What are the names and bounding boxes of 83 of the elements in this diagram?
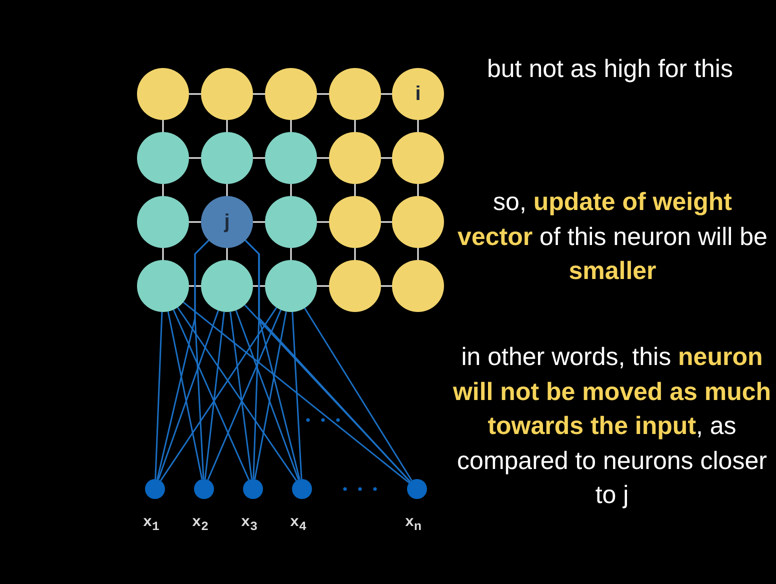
connection-line [244, 240, 411, 482]
neuron-circle [392, 68, 444, 120]
grid-line [381, 221, 392, 223]
grid-line [162, 120, 164, 132]
grid-line [317, 221, 329, 223]
grid-line [354, 184, 356, 196]
grid-line [226, 120, 228, 132]
neuron-circle [201, 196, 253, 248]
neuron-label: j [224, 212, 230, 232]
neuron-circle [265, 132, 317, 184]
connection-line [194, 240, 210, 480]
grid-line [354, 120, 356, 132]
neuron-circle [137, 196, 189, 248]
connection-line [254, 311, 287, 480]
grid-line [189, 221, 201, 223]
connection-line [172, 310, 250, 480]
annotation-text: so, update of weight vector of this neuron will be smaller [456, 187, 768, 287]
grid-line [226, 248, 228, 260]
connection-line [167, 311, 203, 480]
neuron-circle [392, 196, 444, 248]
connection-line [154, 312, 163, 480]
grid-line [162, 248, 164, 260]
annotation-text: but not as high for this [486, 54, 734, 85]
neuron-circle [201, 132, 253, 184]
connection-line [204, 312, 225, 480]
neuron-circle [201, 260, 253, 312]
grid-line [253, 285, 265, 287]
neuron-circle [329, 68, 381, 120]
grid-line [381, 157, 392, 159]
grid-line [317, 285, 329, 287]
neuron-circle [137, 260, 189, 312]
input-node [194, 479, 214, 499]
grid-line [189, 93, 201, 95]
grid-line [253, 93, 265, 95]
neuron-label: i [415, 84, 421, 104]
connection-line [182, 302, 410, 484]
grid-line [189, 157, 201, 159]
neuron-circle [201, 68, 253, 120]
connection-line [235, 310, 300, 480]
neuron-circle [329, 196, 381, 248]
neuron-circle [265, 68, 317, 120]
neuron-circle [392, 132, 444, 184]
grid-line [317, 157, 329, 159]
connection-line [292, 312, 302, 480]
grid-line [189, 285, 201, 287]
input-node [407, 479, 427, 499]
annotation-text: in other words, this neuron will not be moved as much towards the input, as compared to neurons closer to j [452, 342, 772, 511]
input-label: x$_{2}$ [192, 514, 209, 534]
neuron-circle [392, 260, 444, 312]
grid-line [253, 221, 265, 223]
grid-line [354, 248, 356, 260]
input-label: x$_{n}$ [405, 514, 422, 534]
input-node [292, 479, 312, 499]
connection-line [158, 310, 219, 480]
grid-line [253, 157, 265, 159]
neuron-circle [329, 260, 381, 312]
connection-line [177, 307, 298, 482]
connection-line [160, 307, 278, 482]
grid-line [290, 248, 292, 260]
grid-line [381, 285, 392, 287]
neuron-circle [137, 68, 189, 120]
grid-line [417, 120, 419, 132]
connection-line [244, 304, 411, 482]
input-node [243, 479, 263, 499]
grid-line [381, 93, 392, 95]
input-label: x$_{4}$ [290, 514, 307, 534]
grid-line [317, 93, 329, 95]
grid-line [290, 120, 292, 132]
input-node [145, 479, 165, 499]
input-label: x$_{3}$ [241, 514, 258, 534]
grid-line [417, 184, 419, 196]
grid-line [290, 184, 292, 196]
grid-line [417, 248, 419, 260]
neuron-circle [265, 260, 317, 312]
grid-line [162, 184, 164, 196]
connection-line [207, 310, 282, 480]
input-label: x$_{1}$ [143, 514, 160, 534]
neuron-circle [329, 132, 381, 184]
neuron-circle [137, 132, 189, 184]
connection-line [230, 312, 252, 480]
connection-line [304, 308, 412, 481]
neuron-circle [265, 196, 317, 248]
grid-line [226, 184, 228, 196]
